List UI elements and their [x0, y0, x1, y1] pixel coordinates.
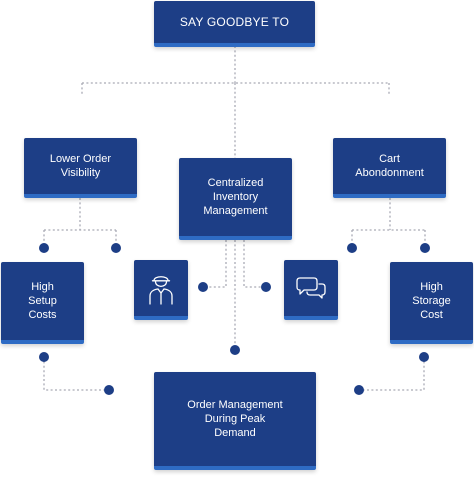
connector-dot — [104, 385, 114, 395]
connector-dot — [347, 243, 357, 253]
node-order-management: Order Management During Peak Demand — [154, 372, 316, 470]
connector-dot — [419, 352, 429, 362]
node-centralized-inventory: Centralized Inventory Management — [179, 158, 292, 240]
node-label: Centralized Inventory Management — [203, 177, 268, 217]
node-cart-abandonment: Cart Abondonment — [333, 138, 446, 198]
node-label: Lower Order Visibility — [49, 153, 112, 179]
connector-dot — [420, 243, 430, 253]
node-high-storage-cost: High Storage Cost — [390, 262, 473, 344]
node-label: Cart Abondonment — [355, 153, 424, 179]
connector-dot — [230, 345, 240, 355]
connector-dot — [39, 243, 49, 253]
node-label: High Setup Costs — [28, 281, 57, 321]
node-high-setup-costs: High Setup Costs — [1, 262, 84, 344]
node-label: Order Management During Peak Demand — [187, 399, 283, 439]
connector-dot — [261, 282, 271, 292]
connector-dot — [354, 385, 364, 395]
connector-dot — [198, 282, 208, 292]
connector-dot — [39, 352, 49, 362]
connector-bottom-left — [43, 357, 109, 391]
chat-icon-tile — [284, 260, 338, 320]
connector-bottom-right — [359, 357, 425, 391]
connector-center-right-icon — [243, 240, 266, 288]
person-icon-tile — [134, 260, 188, 320]
title-label: SAY GOODBYE TO — [179, 15, 290, 29]
person-icon — [149, 276, 173, 305]
node-lower-order-visibility: Lower Order Visibility — [24, 138, 137, 198]
connector-center-left-icon — [203, 240, 227, 288]
node-label: High Storage Cost — [412, 281, 451, 321]
connector-dot — [111, 243, 121, 253]
chat-bubbles-icon — [296, 277, 326, 299]
title-box: SAY GOODBYE TO — [154, 1, 315, 47]
